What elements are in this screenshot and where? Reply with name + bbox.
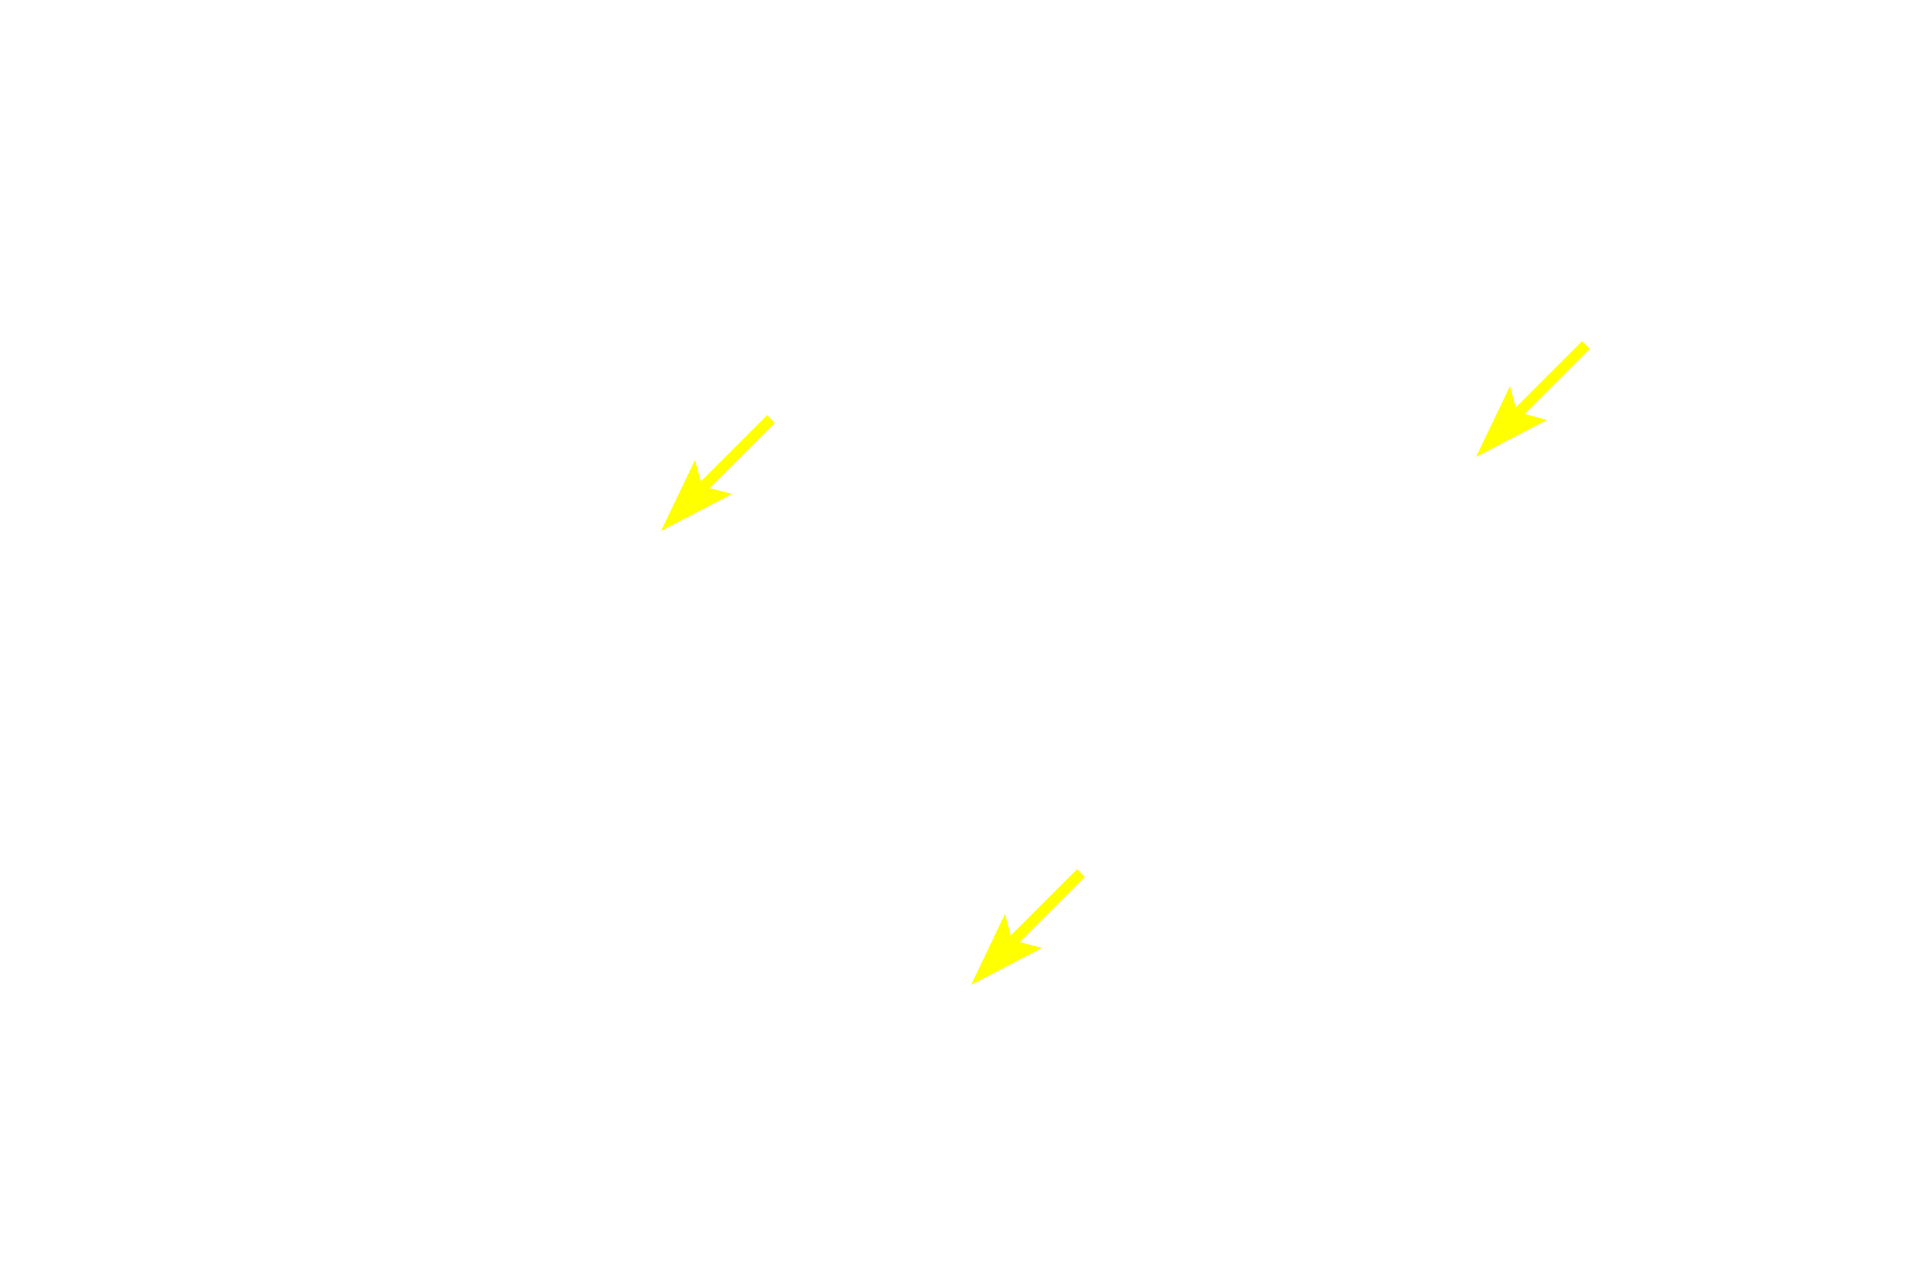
arrow-down-left-icon xyxy=(971,869,1085,985)
arrow-down-left-icon xyxy=(661,415,775,531)
arrow-down-left-icon xyxy=(1476,341,1590,457)
